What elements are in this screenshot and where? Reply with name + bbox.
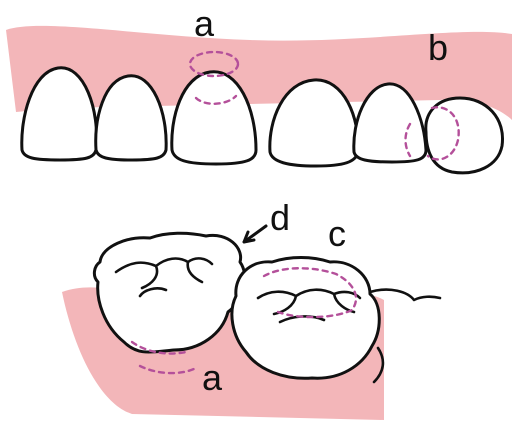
label-a-top: a	[194, 3, 215, 44]
label-b: b	[428, 27, 448, 68]
arrow-d	[244, 226, 266, 242]
label-d: d	[270, 197, 290, 238]
label-a-bottom: a	[202, 357, 223, 398]
lower-arch: d c a	[62, 197, 440, 420]
upper-tooth-6	[426, 98, 503, 173]
upper-arch: a b	[6, 3, 512, 173]
lower-molar-2	[232, 258, 379, 379]
label-c: c	[328, 213, 346, 254]
